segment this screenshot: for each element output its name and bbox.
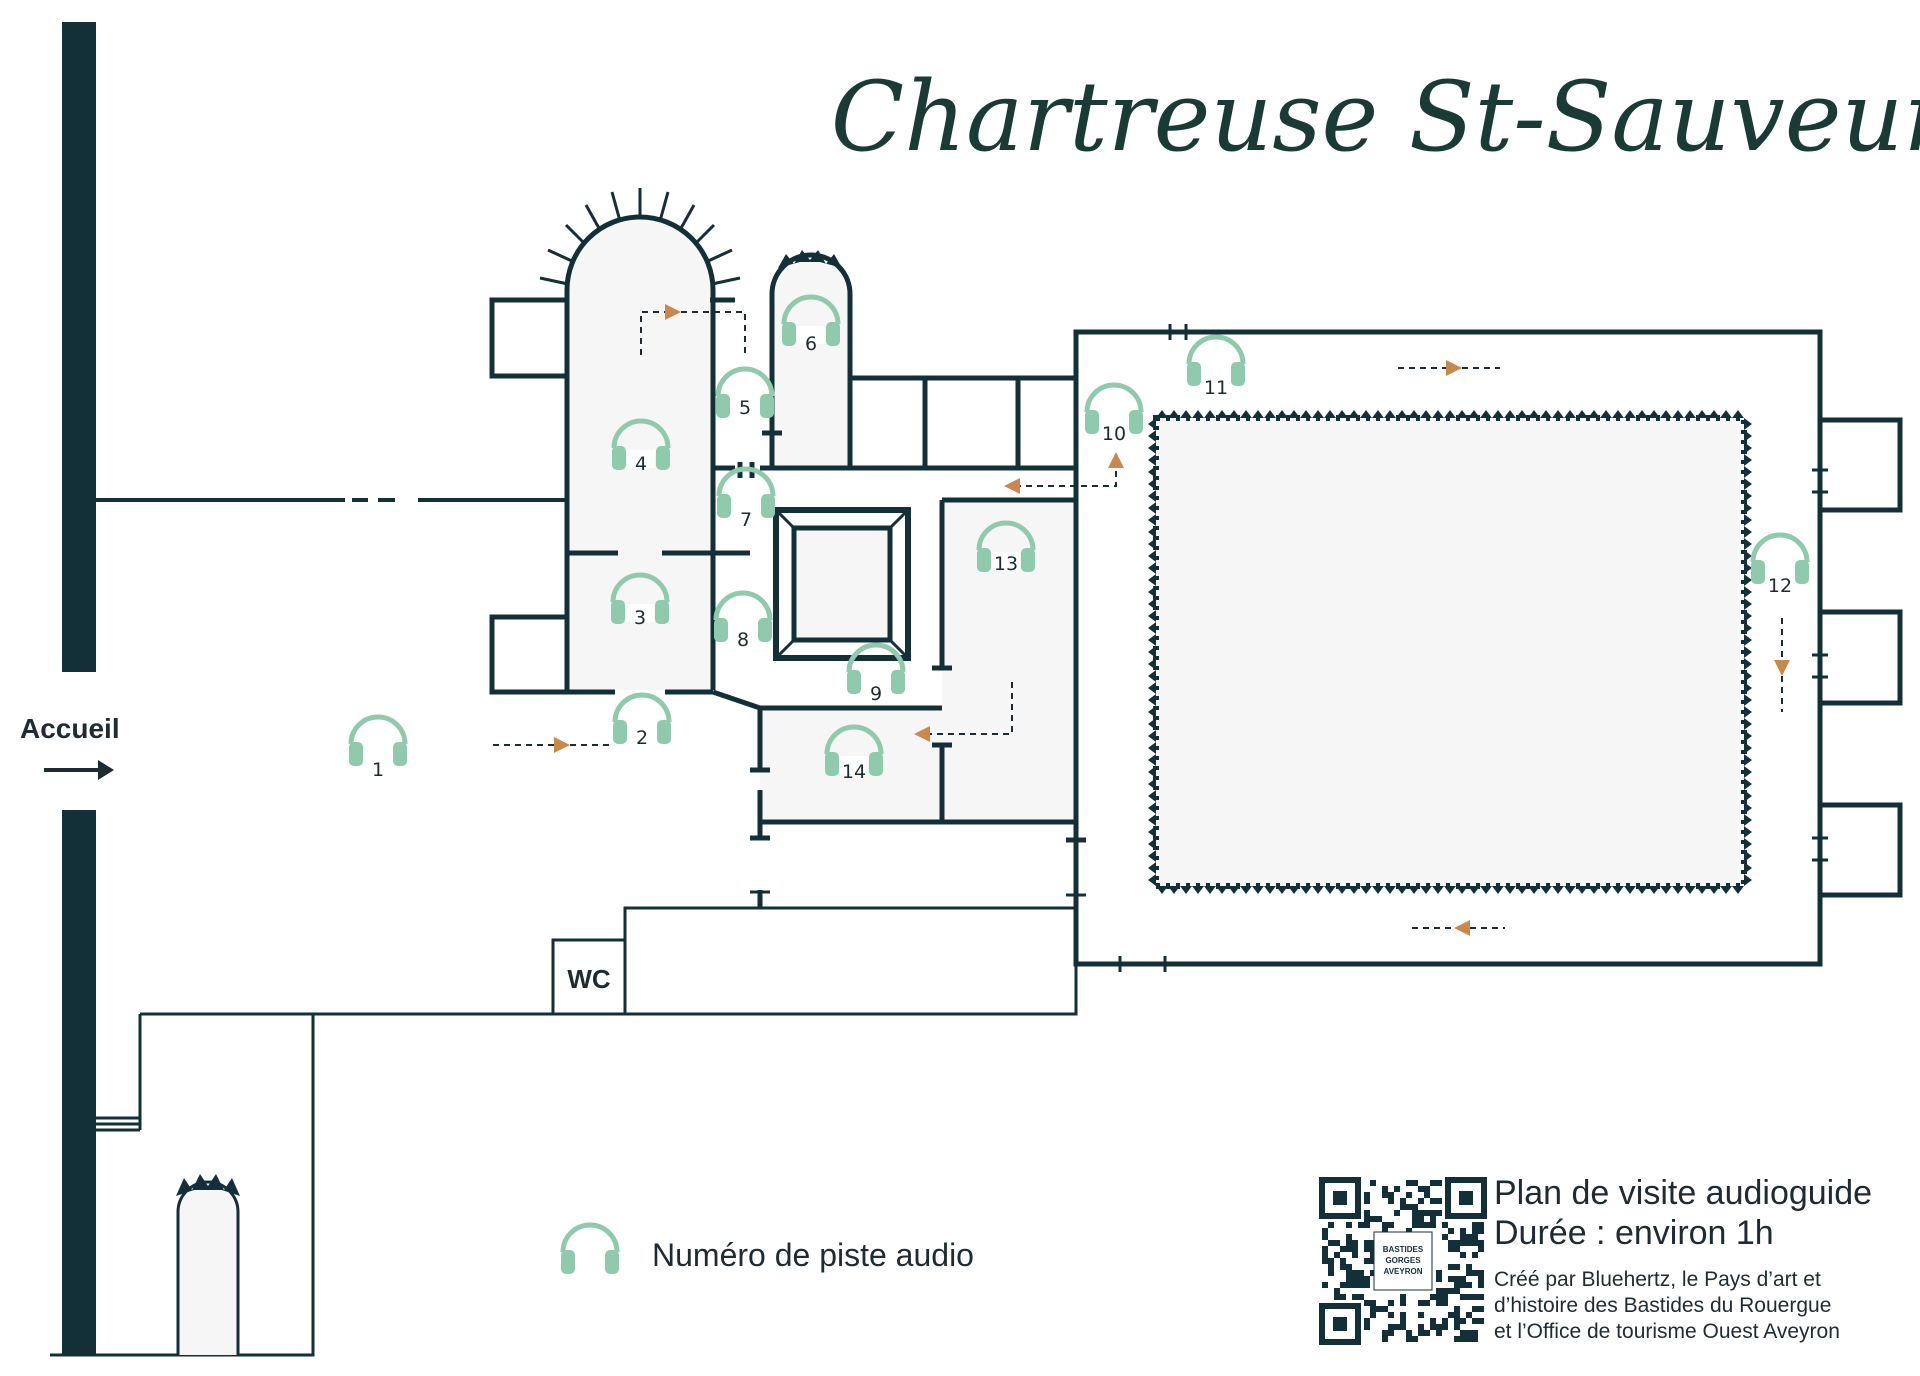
- svg-text:4: 4: [635, 453, 647, 475]
- direction-arrow-icon: [1398, 360, 1500, 376]
- outer-wall-top: [62, 22, 96, 672]
- direction-arrow-icon: [1412, 920, 1505, 936]
- track-marker-13[interactable]: 13: [977, 523, 1035, 575]
- lower-buildings: [50, 890, 1086, 1357]
- svg-text:13: 13: [994, 553, 1018, 575]
- chapel-bottom: [176, 1174, 240, 1355]
- direction-arrow-icon: [640, 304, 746, 355]
- svg-text:8: 8: [737, 629, 749, 651]
- track-marker-10[interactable]: 10: [1085, 385, 1143, 445]
- track-marker-1[interactable]: 1: [349, 717, 407, 781]
- track-marker-3[interactable]: 3: [611, 575, 669, 629]
- svg-text:1: 1: [372, 759, 384, 781]
- legend-label: Numéro de piste audio: [652, 1237, 974, 1273]
- qr-badge-line1: BASTIDES: [1383, 1245, 1424, 1254]
- chapel-6: [769, 250, 853, 468]
- chapel-south: [489, 614, 570, 695]
- legend: Numéro de piste audio: [561, 1225, 974, 1274]
- svg-text:2: 2: [636, 727, 648, 749]
- svg-text:11: 11: [1204, 377, 1228, 399]
- qr-badge-line3: AVEYRON: [1384, 1267, 1423, 1276]
- outer-wall-bottom: [62, 810, 96, 1355]
- svg-text:10: 10: [1102, 423, 1126, 445]
- chapel-north: [489, 297, 570, 379]
- corridor-rooms: [760, 375, 1076, 471]
- svg-text:12: 12: [1768, 575, 1792, 597]
- track-marker-4[interactable]: 4: [612, 421, 670, 475]
- wc-room: [551, 938, 627, 1016]
- qr-badge-line2: GORGES: [1385, 1256, 1421, 1265]
- track-marker-7[interactable]: 7: [717, 469, 775, 531]
- headphones-icon: [561, 1225, 619, 1274]
- info-credit-2: d’histoire des Bastides du Rouergue: [1494, 1294, 1831, 1317]
- entrance-label: Accueil: [20, 713, 120, 744]
- track-marker-11[interactable]: 11: [1187, 337, 1245, 399]
- track-marker-6[interactable]: 6: [782, 297, 840, 355]
- wc-label: WC: [567, 964, 611, 994]
- direction-arrow-icon: [914, 682, 1013, 742]
- svg-text:7: 7: [740, 509, 752, 531]
- info-credit-1: Créé par Bluehertz, le Pays d’art et: [1494, 1268, 1821, 1291]
- svg-text:9: 9: [870, 683, 882, 705]
- svg-text:3: 3: [634, 607, 646, 629]
- svg-text:5: 5: [739, 397, 751, 419]
- track-marker-8[interactable]: 8: [714, 593, 772, 651]
- direction-arrows: [493, 304, 1790, 936]
- direction-arrow-icon: [493, 737, 570, 753]
- map-title: Chartreuse St-Sauveur: [831, 61, 1920, 173]
- svg-text:14: 14: [842, 761, 866, 783]
- qr-code[interactable]: BASTIDES GORGES AVEYRON: [1319, 1177, 1487, 1345]
- track-marker-5[interactable]: 5: [716, 369, 774, 419]
- rooms-13-14: [712, 497, 1086, 843]
- track-marker-9[interactable]: 9: [847, 645, 905, 705]
- track-marker-14[interactable]: 14: [825, 727, 883, 783]
- direction-arrow-icon: [1774, 618, 1790, 712]
- info-duration: Durée : environ 1h: [1494, 1214, 1774, 1252]
- info-credit-3: et l’Office de tourisme Ouest Aveyron: [1494, 1320, 1840, 1343]
- entrance-arrow-icon: [44, 760, 114, 780]
- info-title: Plan de visite audioguide: [1494, 1174, 1872, 1212]
- svg-text:6: 6: [805, 333, 817, 355]
- info-block: Plan de visite audioguide Durée : enviro…: [1494, 1174, 1872, 1343]
- great-cloister: [1073, 324, 1903, 972]
- track-marker-12[interactable]: 12: [1751, 535, 1809, 597]
- direction-arrow-icon: [1004, 452, 1124, 494]
- track-marker-2[interactable]: 2: [613, 695, 671, 749]
- small-cloister: [773, 507, 911, 661]
